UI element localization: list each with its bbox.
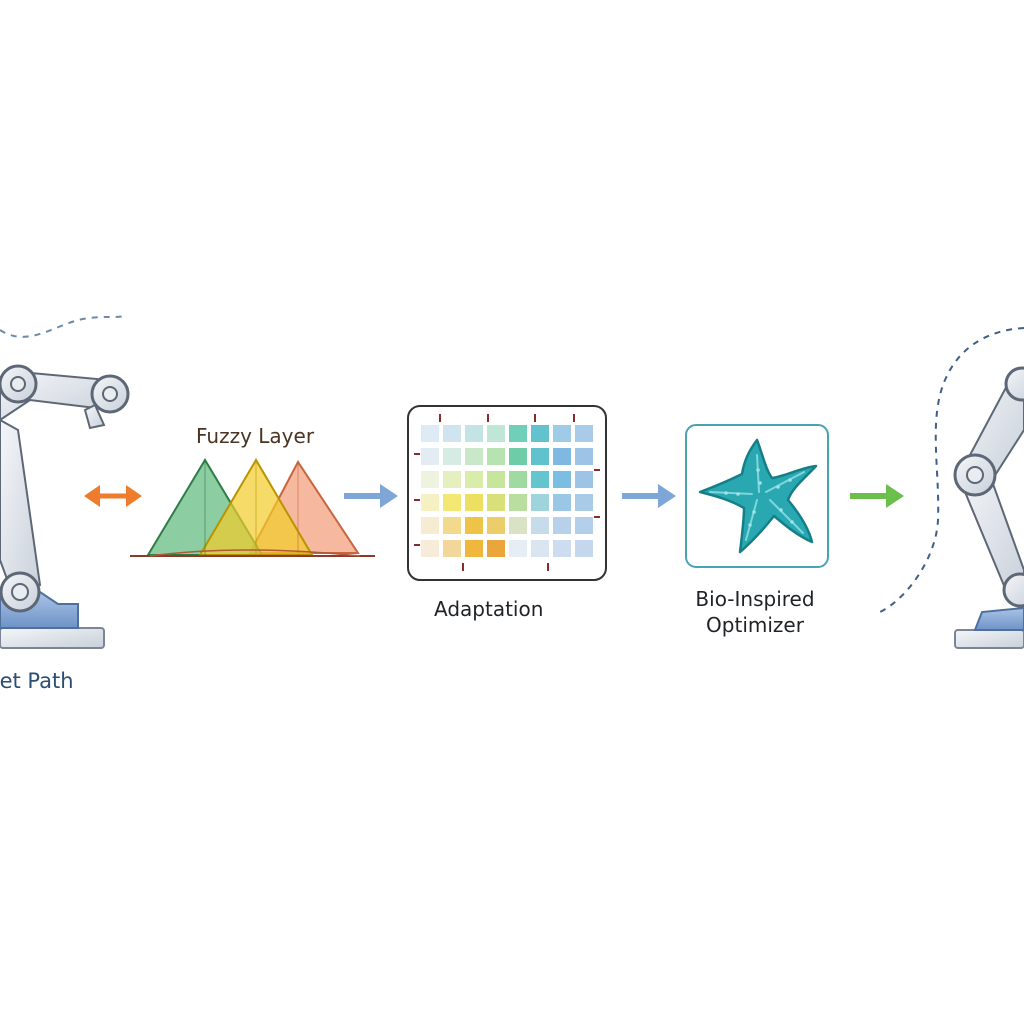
adaptation-cell: [487, 448, 505, 465]
adaptation-cell: [531, 448, 549, 465]
adaptation-cell: [465, 540, 483, 557]
adaptation-cell: [531, 540, 549, 557]
adaptation-cell: [509, 494, 527, 511]
blue-arrow-2: [622, 484, 676, 508]
left-dashed-path: [0, 315, 126, 338]
bio-inspired-optimizer-label: Bio-Inspired Optimizer: [670, 586, 840, 638]
adaptation-cell: [509, 425, 527, 442]
adaptation-cell: [575, 517, 593, 534]
right-dashed-path: [879, 327, 1024, 613]
adaptation-cell: [575, 471, 593, 488]
starfish-icon: [685, 424, 829, 568]
adaptation-grid-icon: [407, 405, 607, 581]
adaptation-cell: [487, 517, 505, 534]
adaptation-cells: [421, 425, 593, 557]
fuzzy-layer-label: Fuzzy Layer: [196, 424, 315, 448]
adaptation-cell: [553, 540, 571, 557]
adaptation-cell: [421, 448, 439, 465]
membership-triangles-icon: [130, 458, 375, 557]
adaptation-cell: [509, 517, 527, 534]
target-path-label: rget Path: [0, 669, 74, 693]
optimizer-label-line2: Optimizer: [706, 613, 804, 637]
orange-double-arrow: [84, 485, 142, 507]
adaptation-cell: [421, 540, 439, 557]
starfish-body: [698, 438, 818, 554]
adaptation-label: Adaptation: [434, 597, 544, 621]
blue-arrow-1: [344, 484, 398, 508]
adaptation-cell: [553, 494, 571, 511]
adaptation-cell: [575, 425, 593, 442]
adaptation-cell: [421, 494, 439, 511]
adaptation-cell: [531, 471, 549, 488]
right-robot-base-joint: [1002, 572, 1024, 608]
adaptation-cell: [575, 494, 593, 511]
adaptation-cell: [509, 471, 527, 488]
adaptation-cell: [553, 471, 571, 488]
adaptation-cell: [443, 448, 461, 465]
adaptation-cell: [575, 540, 593, 557]
green-arrow: [850, 484, 904, 508]
adaptation-cell: [465, 425, 483, 442]
right-robot-wrist-joint: [1004, 366, 1024, 402]
adaptation-cell: [443, 494, 461, 511]
right-robot-arm-icon: [879, 327, 1024, 649]
adaptation-cell: [487, 494, 505, 511]
optimizer-label-line1: Bio-Inspired: [695, 587, 815, 611]
adaptation-cell: [443, 540, 461, 557]
adaptation-cell: [443, 517, 461, 534]
adaptation-cell: [443, 471, 461, 488]
adaptation-cell: [421, 471, 439, 488]
adaptation-cell: [465, 494, 483, 511]
adaptation-cell: [509, 540, 527, 557]
adaptation-cell: [553, 448, 571, 465]
adaptation-cell: [465, 448, 483, 465]
adaptation-cell: [553, 425, 571, 442]
adaptation-cell: [465, 471, 483, 488]
right-robot-base: [973, 606, 1024, 631]
adaptation-cell: [531, 425, 549, 442]
adaptation-cell: [487, 471, 505, 488]
adaptation-cell: [575, 448, 593, 465]
adaptation-cell: [443, 425, 461, 442]
right-robot-base-plate: [954, 629, 1024, 649]
adaptation-tick-marks: [414, 414, 600, 571]
adaptation-cell: [509, 448, 527, 465]
adaptation-cell: [421, 425, 439, 442]
adaptation-cell: [487, 540, 505, 557]
left-robot-arm-icon: [0, 315, 130, 649]
adaptation-cell: [465, 517, 483, 534]
adaptation-cell: [421, 517, 439, 534]
left-robot-base-plate: [0, 627, 105, 649]
adaptation-cell: [531, 517, 549, 534]
left-robot-lower-arm: [0, 418, 42, 600]
adaptation-cell: [553, 517, 571, 534]
adaptation-cell: [531, 494, 549, 511]
adaptation-cell: [487, 425, 505, 442]
